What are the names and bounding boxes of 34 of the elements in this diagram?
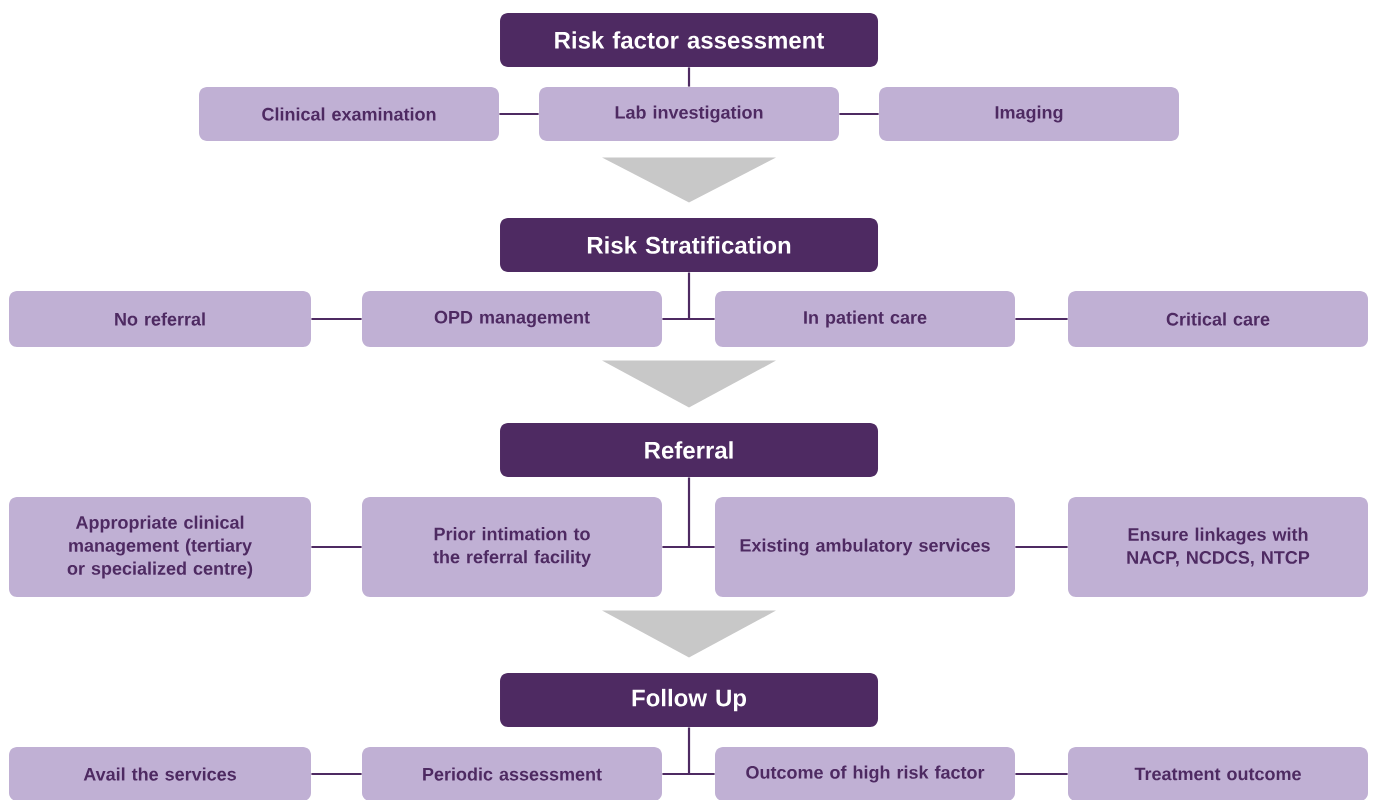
step-box: Periodic assessment <box>362 747 662 800</box>
step-box: In patient care <box>715 291 1015 347</box>
step-box: Critical care <box>1068 291 1368 347</box>
chevron-arrow <box>602 360 776 408</box>
step-box: Ensure linkages with NACP, NCDCS, NTCP <box>1068 497 1368 597</box>
step-box: Lab investigation <box>539 87 839 141</box>
stage-box: Follow Up <box>500 673 878 727</box>
connector-line <box>311 772 362 776</box>
step-box: Avail the services <box>9 747 311 800</box>
stage-box: Referral <box>500 423 878 477</box>
stage-box: Risk factor assessment <box>500 13 878 67</box>
chevron-arrow <box>602 157 776 203</box>
connector-line <box>661 726 716 776</box>
step-box: Outcome of high risk factor <box>715 747 1015 800</box>
step-box: No referral <box>9 291 311 347</box>
connector-line <box>1015 317 1068 321</box>
step-box: Existing ambulatory services <box>715 497 1015 597</box>
connector-line <box>839 112 879 116</box>
step-box: Imaging <box>879 87 1179 141</box>
connector-line <box>687 67 691 87</box>
connector-line <box>499 112 539 116</box>
step-box: Treatment outcome <box>1068 747 1368 800</box>
connector-line <box>311 545 362 549</box>
step-box: Appropriate clinical management (tertiary or specialized centre) <box>9 497 311 597</box>
chevron-arrow <box>602 610 776 658</box>
connector-line <box>311 317 362 321</box>
step-box: OPD management <box>362 291 662 347</box>
connector-line <box>1015 545 1068 549</box>
stage-box: Risk Stratification <box>500 218 878 272</box>
step-box: Clinical examination <box>199 87 499 141</box>
connector-line <box>661 476 716 549</box>
connector-line <box>661 271 716 321</box>
connector-line <box>1015 772 1068 776</box>
step-box: Prior intimation to the referral facility <box>362 497 662 597</box>
